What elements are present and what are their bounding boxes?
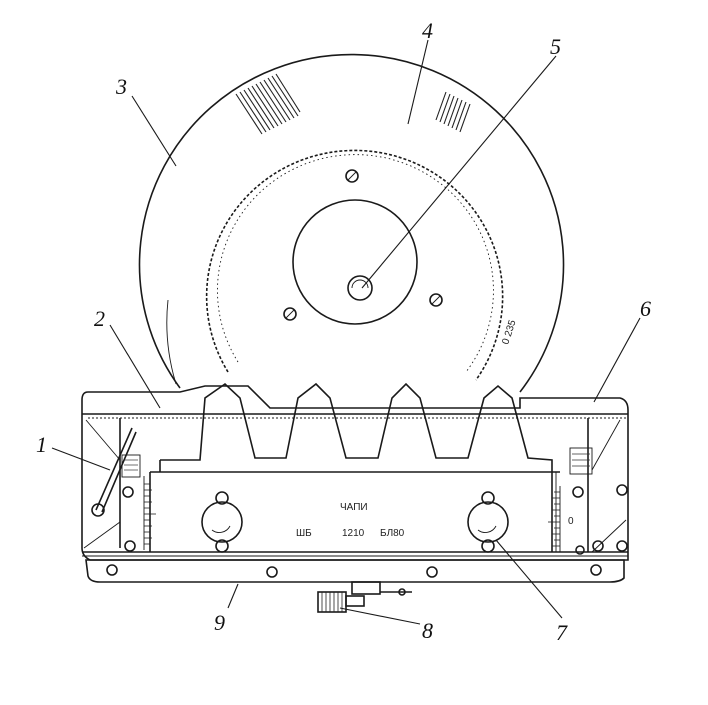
disc-hatching-left: [235, 73, 301, 135]
outer-disc: 0 235: [138, 53, 565, 393]
rack: [149, 382, 560, 552]
knob-right: [467, 491, 509, 553]
callout-7: 7: [556, 620, 568, 645]
plate-text-right: БЛ80: [380, 528, 405, 539]
right-scale-digit: 0: [568, 516, 574, 527]
plate-text-top: ЧАПИ: [340, 502, 368, 513]
callout-8: 8: [422, 618, 433, 643]
knob-left: [201, 491, 243, 553]
callout-9: 9: [214, 610, 225, 635]
right-scale: 0: [548, 418, 628, 555]
plate-text: ЧАПИ ШБ 1210 БЛ80: [296, 502, 405, 539]
callout-4: 4: [422, 18, 433, 43]
hub: [283, 169, 443, 325]
callout-6: 6: [640, 296, 651, 321]
plate-text-middle: 1210: [342, 528, 365, 539]
plate-text-left: ШБ: [296, 528, 312, 539]
callout-5: 5: [550, 34, 561, 59]
callout-2: 2: [94, 306, 105, 331]
clamp: [317, 581, 412, 613]
gear: [205, 149, 504, 381]
callout-3: 3: [115, 74, 127, 99]
left-scale: [83, 418, 156, 552]
callouts: 1 2 3 4 5 6 7 8 9: [36, 18, 651, 645]
disc-hatching-right: [435, 91, 471, 133]
base-plate: [81, 385, 629, 583]
disc-marking: 0 235: [500, 318, 518, 346]
callout-1: 1: [36, 432, 47, 457]
leader-lines: [51, 39, 641, 625]
